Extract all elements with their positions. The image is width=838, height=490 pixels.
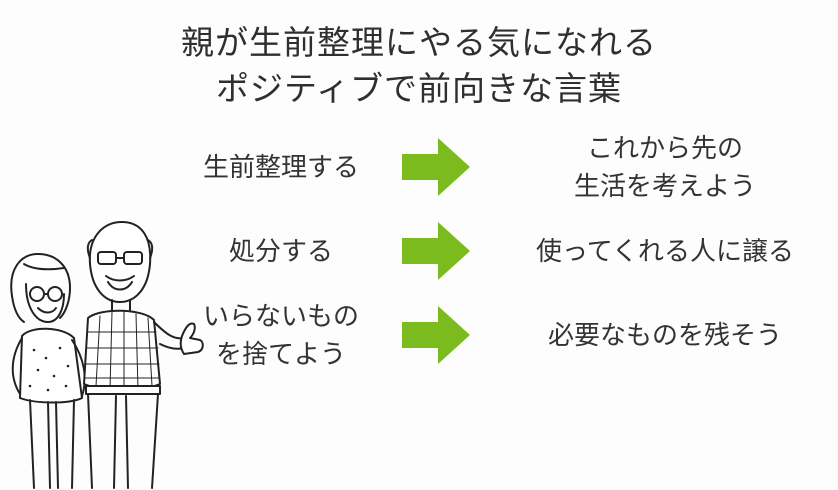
title-line-1: 親が生前整理にやる気になれる [181,23,657,62]
before-phrase: 処分する [176,212,386,292]
before-phrase-line: 生前整理する [202,153,359,183]
after-phrase: 使ってくれる人に譲る [505,212,825,292]
right-arrow-icon [402,306,470,364]
right-arrow-icon [402,138,470,196]
phrase-row: いらないもの を捨てよう 必要なものを残そう [0,296,838,376]
after-phrase-line: これから先の [586,134,743,164]
after-phrase: これから先の 生活を考えよう [505,128,825,208]
woman-figure [10,253,86,489]
before-phrase: 生前整理する [176,128,386,208]
title-line-2: ポジティブで前向きな言葉 [215,69,623,108]
after-phrase-line: 生活を考えよう [573,172,756,202]
right-arrow-icon [402,222,470,280]
elderly-couple-illustration [10,221,204,489]
before-phrase-line: を捨てよう [215,340,346,370]
phrase-row: 生前整理する これから先の 生活を考えよう [0,128,838,208]
after-phrase-line: 使ってくれる人に譲る [536,237,794,267]
before-phrase: いらないもの を捨てよう [176,296,386,376]
slide-title: 親が生前整理にやる気になれる ポジティブで前向きな言葉 [0,20,838,112]
before-phrase-line: 処分する [228,237,333,267]
before-phrase-line: いらないもの [202,302,359,332]
phrase-row: 処分する 使ってくれる人に譲る [0,212,838,292]
after-phrase-line: 必要なものを残そう [547,321,782,351]
after-phrase: 必要なものを残そう [505,296,825,376]
man-figure [83,221,204,489]
